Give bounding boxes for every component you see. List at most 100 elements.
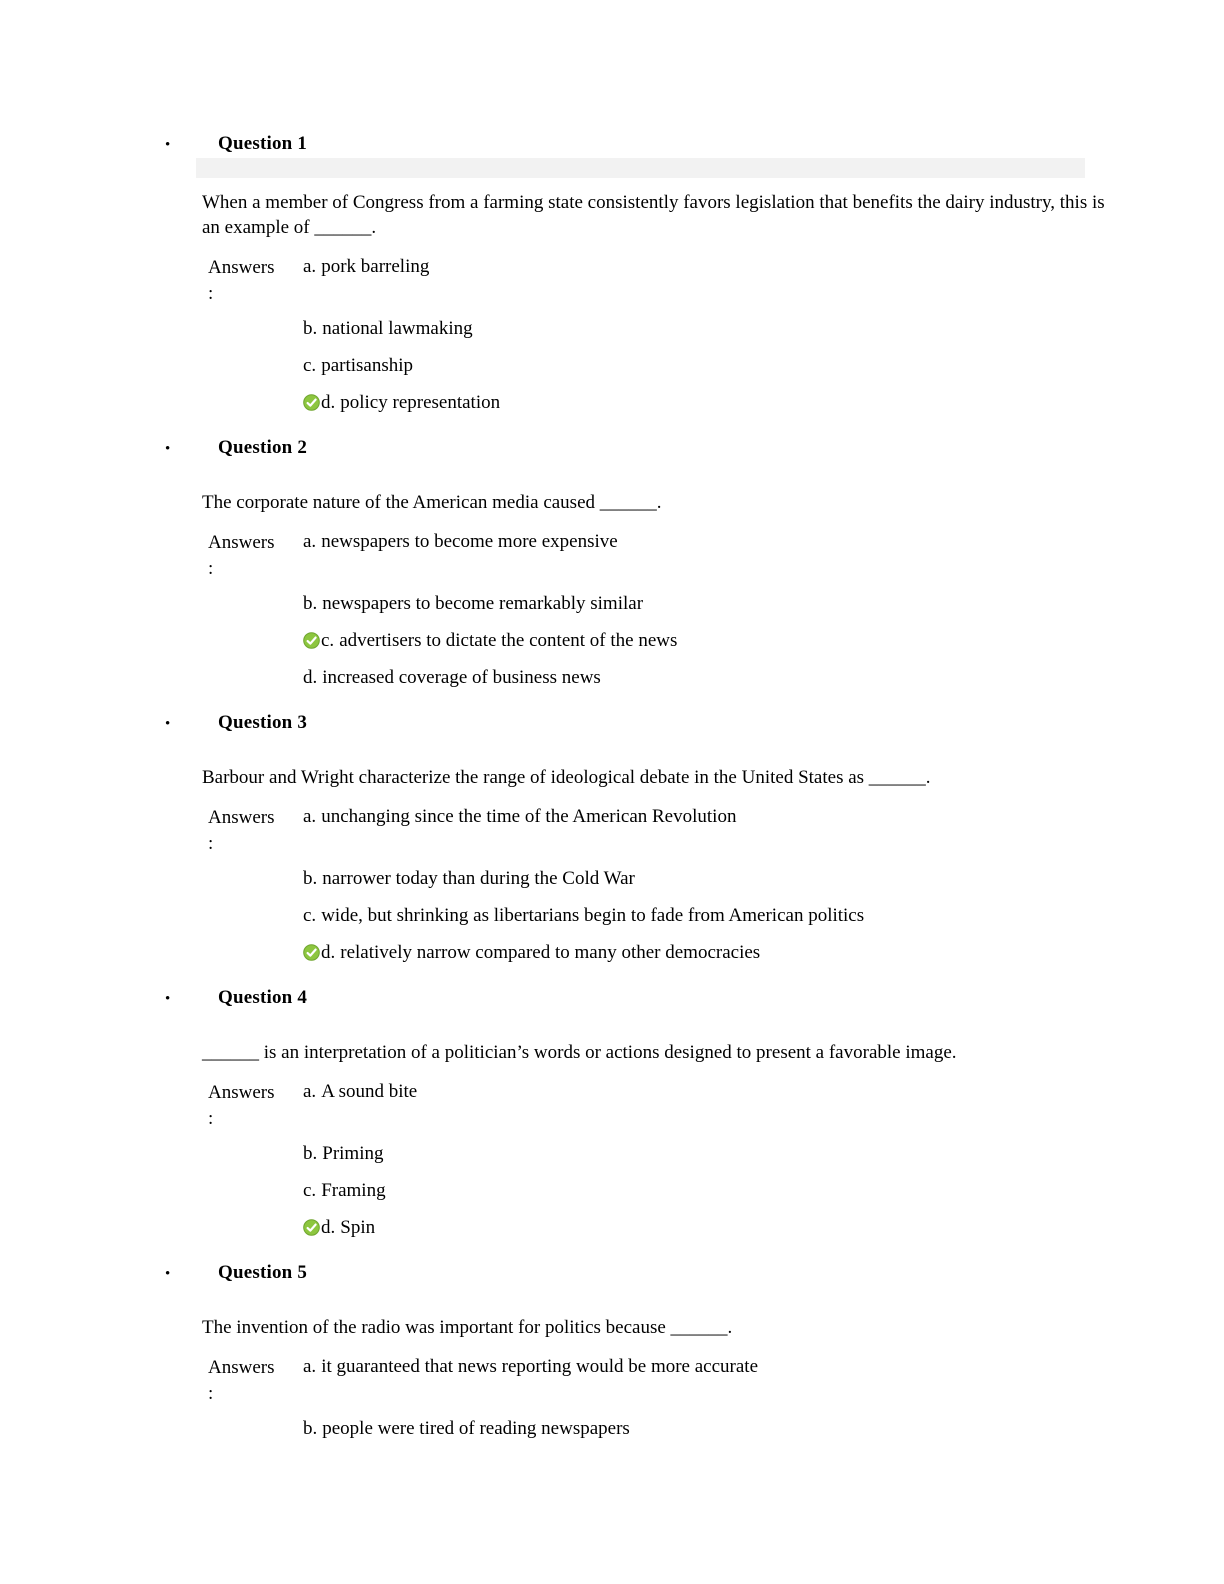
option-letter: c. xyxy=(303,905,317,926)
question-label: Question 4 xyxy=(218,987,308,1008)
questions-list: • Question 1 When a member of Congress f… xyxy=(165,133,1124,1454)
option-text: pork barreling xyxy=(321,256,430,277)
option-letter: a. xyxy=(303,806,317,827)
answer-option: a.newspapers to become more expensive xyxy=(303,530,1124,553)
option-text: national lawmaking xyxy=(322,318,473,339)
answers-label: Answers : xyxy=(208,1355,303,1454)
option-text: Priming xyxy=(322,1143,384,1164)
question-block: • Question 5 The invention of the radio … xyxy=(165,1262,1124,1454)
question-text: When a member of Congress from a farming… xyxy=(202,192,1105,238)
option-letter: d. xyxy=(321,1217,336,1238)
answers-label-word: Answers xyxy=(208,807,275,828)
option-letter: d. xyxy=(303,667,318,688)
option-letter: a. xyxy=(303,1081,317,1102)
option-letter: b. xyxy=(303,318,318,339)
answers-label-colon: : xyxy=(208,1383,214,1404)
option-text: unchanging since the time of the America… xyxy=(321,806,737,827)
question-label: Question 2 xyxy=(218,437,308,458)
answer-option: c.Framing xyxy=(303,1179,1124,1202)
option-text: increased coverage of business news xyxy=(322,667,601,688)
question-text: Barbour and Wright characterize the rang… xyxy=(202,767,931,788)
answers-label-word: Answers xyxy=(208,532,275,553)
question-label: Question 3 xyxy=(218,712,308,733)
option-text: advertisers to dictate the content of th… xyxy=(339,630,678,651)
question-header: • Question 2 xyxy=(165,437,1124,459)
answer-option: b.national lawmaking xyxy=(303,317,1124,340)
question-text: The corporate nature of the American med… xyxy=(202,492,662,513)
question-header: • Question 5 xyxy=(165,1262,1124,1284)
option-text: policy representation xyxy=(340,392,501,413)
option-letter: c. xyxy=(303,355,317,376)
question-header: • Question 1 xyxy=(165,133,1124,155)
answers-section: Answers : a.newspapers to become more ex… xyxy=(208,530,1124,703)
answers-label-colon: : xyxy=(208,1108,214,1129)
bullet-icon: • xyxy=(165,441,171,457)
option-text: people were tired of reading newspapers xyxy=(322,1418,630,1439)
answers-label-word: Answers xyxy=(208,1357,275,1378)
answer-option: c.partisanship xyxy=(303,354,1124,377)
question-block: • Question 3 Barbour and Wright characte… xyxy=(165,712,1124,978)
option-letter: a. xyxy=(303,531,317,552)
answers-label-colon: : xyxy=(208,283,214,304)
option-text: newspapers to become remarkably similar xyxy=(322,593,644,614)
bullet-icon: • xyxy=(165,991,171,1007)
answers-section: Answers : a.it guaranteed that news repo… xyxy=(208,1355,1124,1454)
question-block: • Question 2 The corporate nature of the… xyxy=(165,437,1124,703)
answer-option: d.relatively narrow compared to many oth… xyxy=(303,941,1124,964)
option-letter: b. xyxy=(303,1418,318,1439)
answer-option: a.unchanging since the time of the Ameri… xyxy=(303,805,1124,828)
answers-label-colon: : xyxy=(208,833,214,854)
answers-label-word: Answers xyxy=(208,257,275,278)
question-label: Question 5 xyxy=(218,1262,308,1283)
option-letter: c. xyxy=(303,1180,317,1201)
answer-option: b.Priming xyxy=(303,1142,1124,1165)
answer-option: d.increased coverage of business news xyxy=(303,666,1124,689)
option-letter: a. xyxy=(303,1356,317,1377)
answer-option: b.newspapers to become remarkably simila… xyxy=(303,592,1124,615)
answer-option: c.wide, but shrinking as libertarians be… xyxy=(303,904,1124,927)
answer-option: a.it guaranteed that news reporting woul… xyxy=(303,1355,1124,1378)
answers-label-colon: : xyxy=(208,558,214,579)
option-letter: c. xyxy=(321,630,335,651)
option-text: Framing xyxy=(321,1180,386,1201)
option-text: partisanship xyxy=(321,355,414,376)
options-list: a.newspapers to become more expensive b.… xyxy=(303,530,1124,703)
option-letter: b. xyxy=(303,868,318,889)
answers-label: Answers : xyxy=(208,1080,303,1253)
answer-option: d.policy representation xyxy=(303,391,1124,414)
option-text: wide, but shrinking as libertarians begi… xyxy=(321,905,865,926)
option-letter: a. xyxy=(303,256,317,277)
option-letter: d. xyxy=(321,942,336,963)
bullet-icon: • xyxy=(165,137,171,153)
option-letter: d. xyxy=(321,392,336,413)
question-block: • Question 4 ______ is an interpretation… xyxy=(165,987,1124,1253)
bullet-icon: • xyxy=(165,1266,171,1282)
option-text: relatively narrow compared to many other… xyxy=(340,942,761,963)
answers-label: Answers : xyxy=(208,530,303,703)
options-list: a.pork barreling b.national lawmaking c.… xyxy=(303,255,1124,428)
option-text: A sound bite xyxy=(321,1081,418,1102)
answers-section: Answers : a.A sound bite b.Priming c.Fra… xyxy=(208,1080,1124,1253)
correct-check-icon xyxy=(303,394,320,411)
option-letter: b. xyxy=(303,1143,318,1164)
answer-option: b.people were tired of reading newspaper… xyxy=(303,1417,1124,1440)
options-list: a.A sound bite b.Priming c.Framing d.Spi… xyxy=(303,1080,1124,1253)
question-text: ______ is an interpretation of a politic… xyxy=(202,1042,957,1063)
answer-option: a.pork barreling xyxy=(303,255,1124,278)
question-block: • Question 1 When a member of Congress f… xyxy=(165,133,1124,428)
option-text: Spin xyxy=(340,1217,376,1238)
correct-check-icon xyxy=(303,632,320,649)
correct-check-icon xyxy=(303,1219,320,1236)
answer-option: d.Spin xyxy=(303,1216,1124,1239)
answers-label-word: Answers xyxy=(208,1082,275,1103)
question-label: Question 1 xyxy=(218,133,308,154)
question-text: The invention of the radio was important… xyxy=(202,1317,733,1338)
options-list: a.it guaranteed that news reporting woul… xyxy=(303,1355,1124,1454)
option-letter: b. xyxy=(303,593,318,614)
bullet-icon: • xyxy=(165,716,171,732)
question-header: • Question 3 xyxy=(165,712,1124,734)
option-text: newspapers to become more expensive xyxy=(321,531,618,552)
answers-section: Answers : a.pork barreling b.national la… xyxy=(208,255,1124,428)
answers-label: Answers : xyxy=(208,255,303,428)
